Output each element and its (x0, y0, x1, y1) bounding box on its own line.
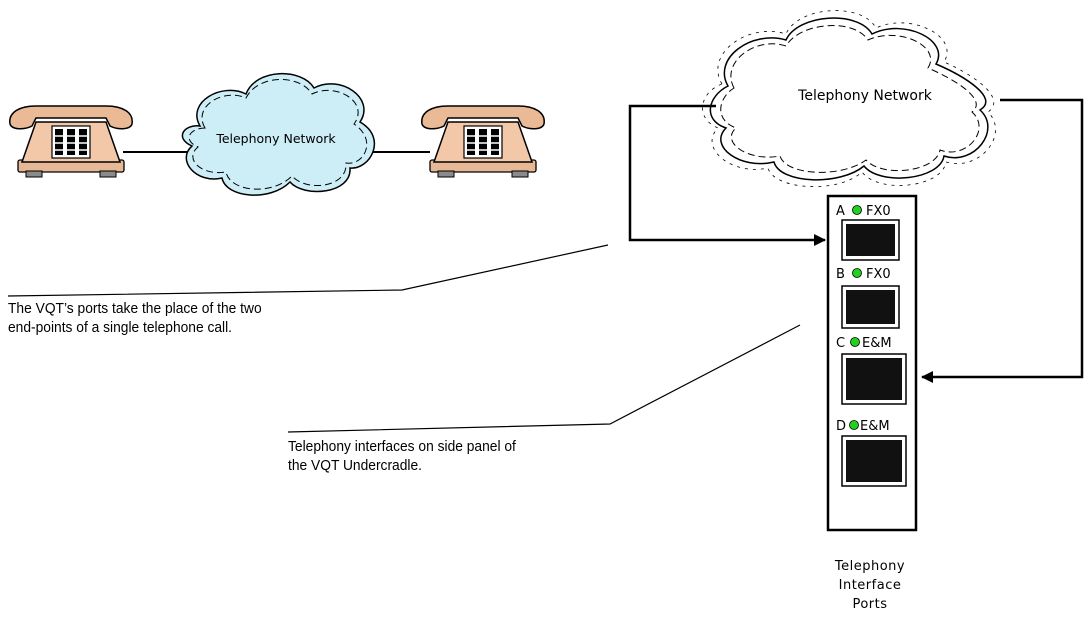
panel-caption-line-3: Ports (852, 597, 888, 612)
panel-caption: Telephony Interface Ports (800, 557, 940, 614)
port-b-type: FX0 (866, 267, 891, 282)
cloud-label-right: Telephony Network (797, 88, 933, 104)
port-d-type: E&M (860, 419, 890, 434)
port-d: D E&M (836, 419, 907, 487)
port-b: B FX0 (836, 267, 900, 329)
phone-left (9, 105, 133, 178)
port-b-led (852, 268, 862, 278)
arrow-to-port-a (628, 104, 826, 246)
port-c-led (850, 337, 860, 347)
callout-leader-interfaces (287, 324, 801, 433)
panel-caption-line-1: Telephony (834, 559, 906, 574)
callout-text-interfaces: Telephony interfaces on side panel of th… (288, 437, 516, 475)
callout-interfaces-line-2: the VQT Undercradle. (288, 457, 422, 474)
callout-text-ports: The VQT’s ports take the place of the tw… (8, 299, 262, 337)
port-a: A FX0 (836, 204, 900, 261)
cloud-label-left: Telephony Network (215, 131, 336, 146)
port-c-type: E&M (862, 336, 892, 351)
port-b-letter: B (836, 267, 845, 282)
port-a-type: FX0 (866, 204, 891, 219)
panel-caption-line-2: Interface (838, 578, 902, 593)
port-c-letter: C (836, 336, 845, 351)
telephony-cloud-right: Telephony Network (702, 10, 996, 188)
port-c: C E&M (836, 336, 907, 405)
callout-ports-line-1: The VQT’s ports take the place of the tw… (8, 300, 262, 317)
callout-leader-ports (7, 244, 609, 297)
port-a-led (852, 205, 862, 215)
phone-right (421, 105, 545, 178)
arrow-to-port-c (921, 98, 1084, 383)
callout-ports-line-2: end-points of a single telephone call. (8, 319, 233, 336)
callout-interfaces-line-1: Telephony interfaces on side panel of (288, 438, 516, 455)
port-d-led (849, 420, 859, 430)
port-d-letter: D (836, 419, 846, 434)
port-a-letter: A (836, 204, 845, 219)
telephony-cloud-left: Telephony Network (181, 73, 376, 196)
